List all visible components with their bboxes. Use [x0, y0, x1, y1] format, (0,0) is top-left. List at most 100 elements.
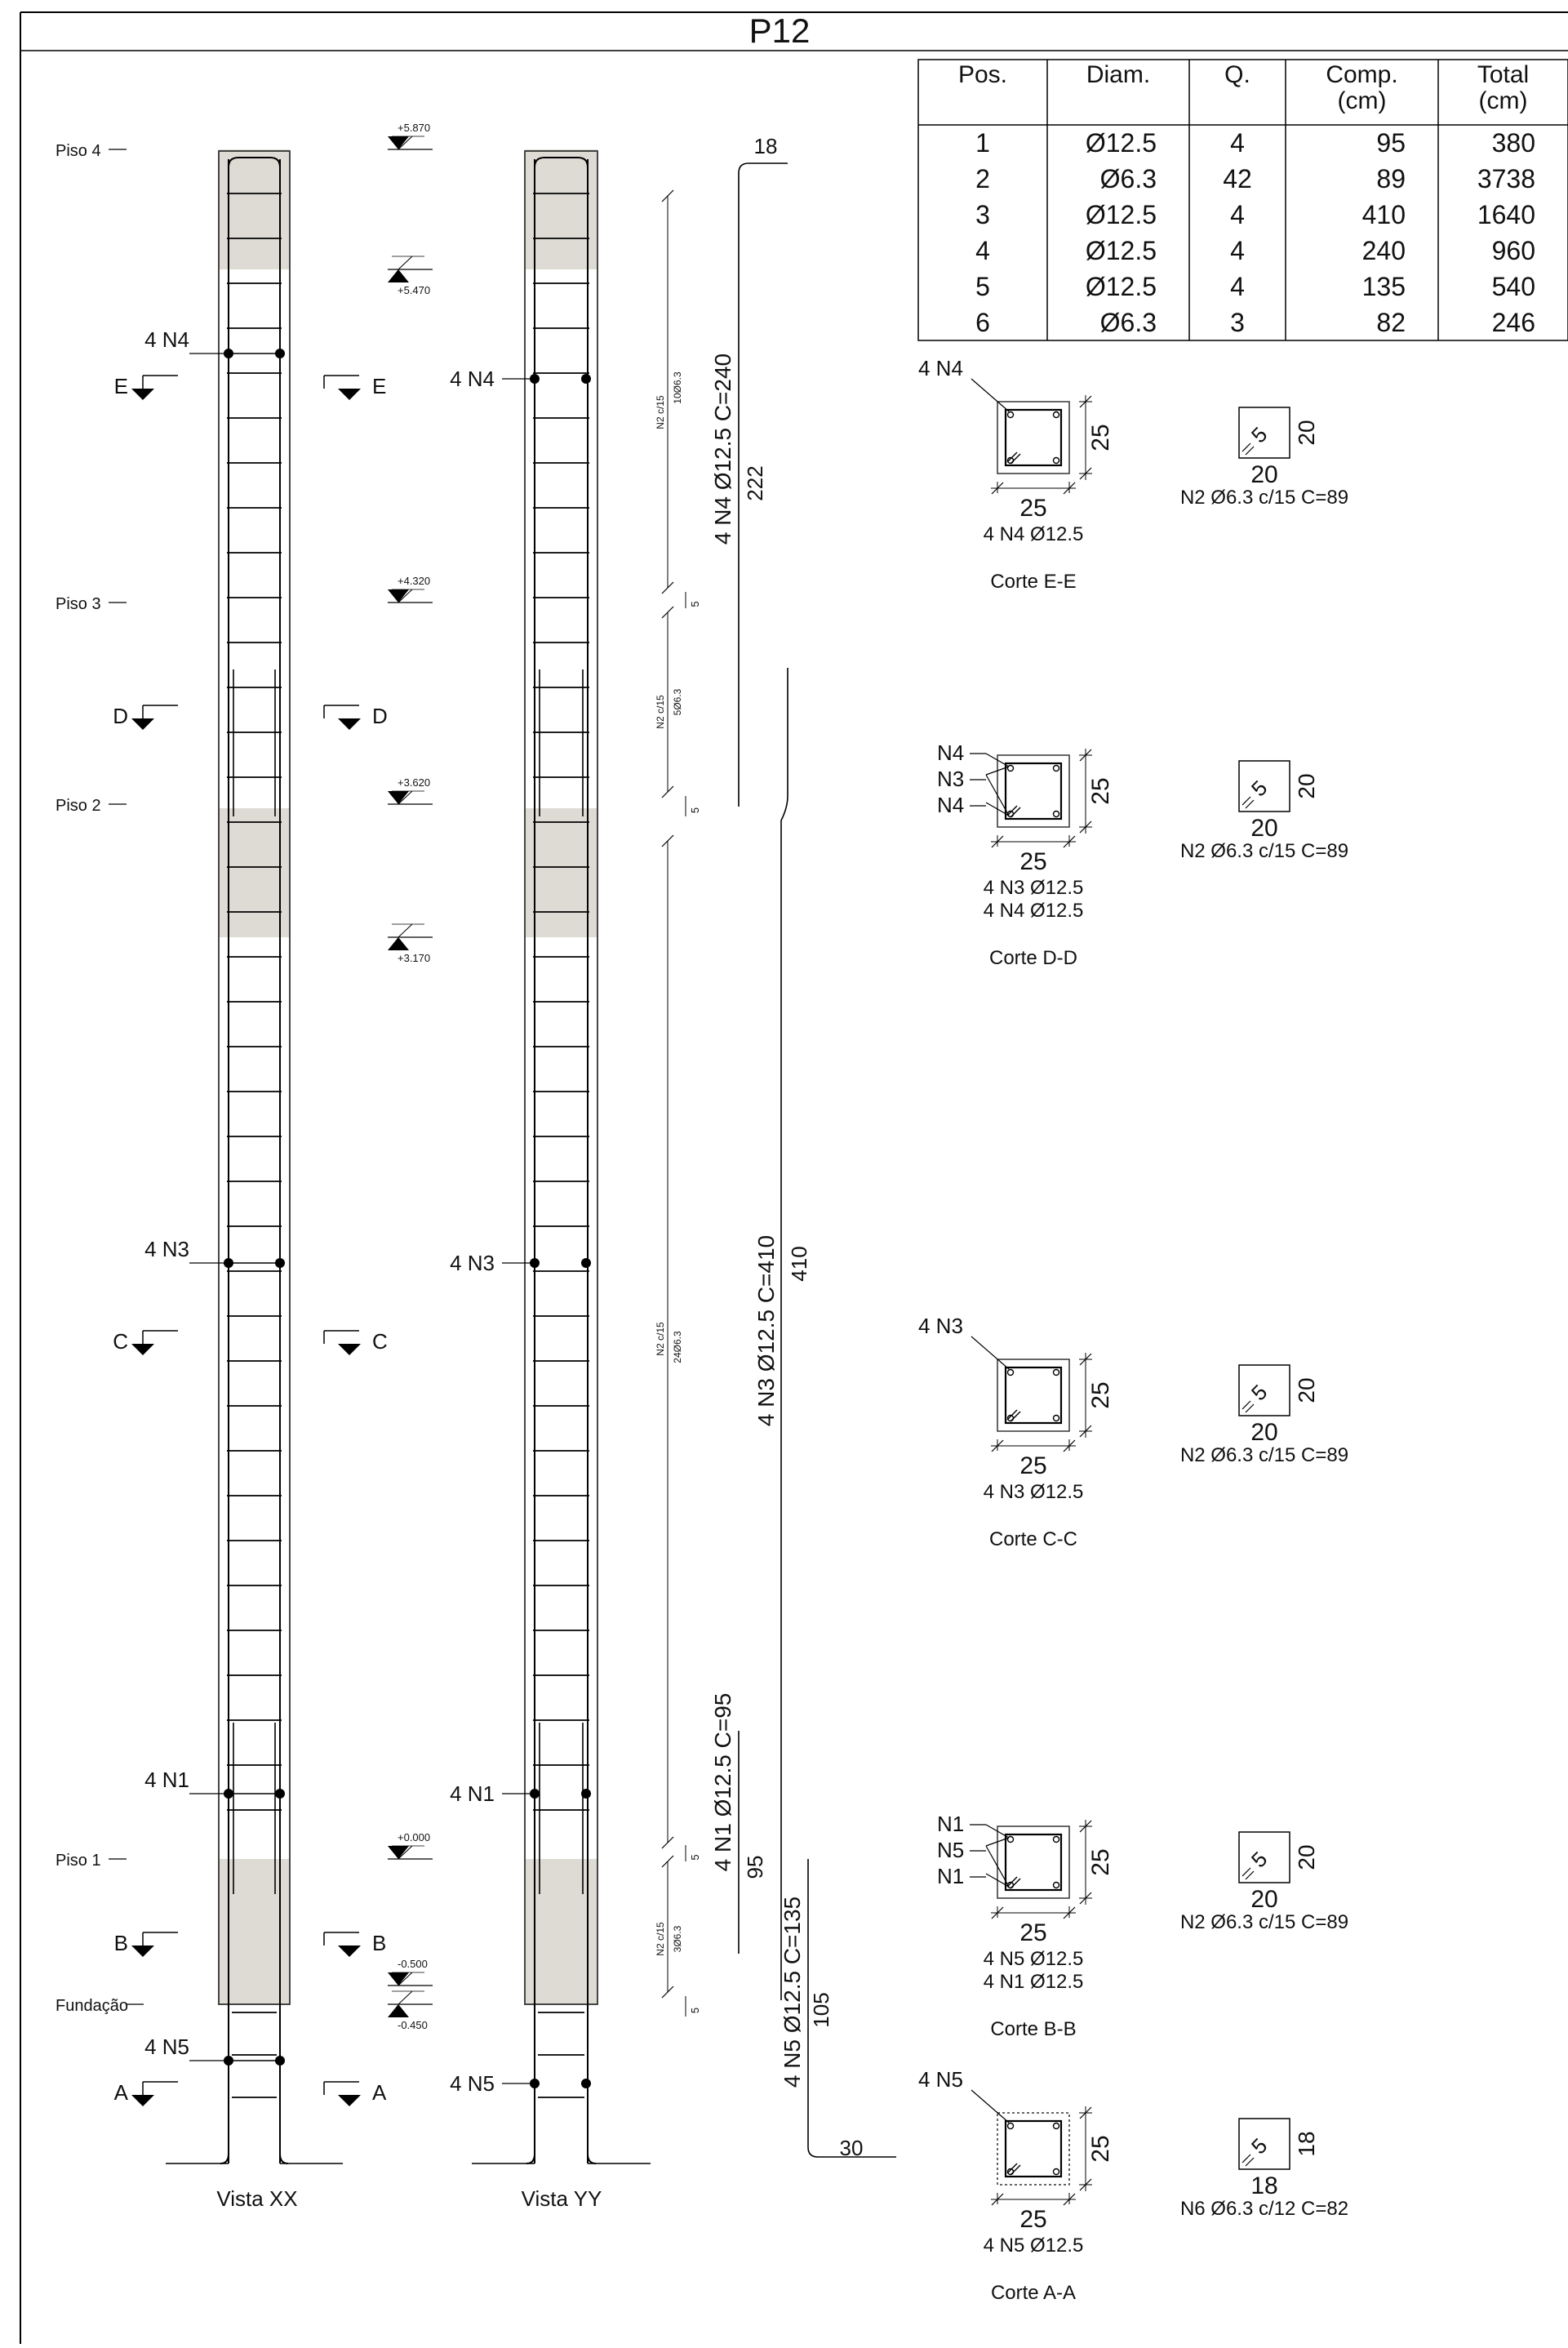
top-bar-hook — [534, 157, 589, 168]
section-bar — [1052, 1414, 1060, 1422]
stirrup-height: 20 — [1294, 1377, 1319, 1403]
bar-mark-label: 4 N5 — [144, 2034, 189, 2059]
callout-leader — [985, 802, 1010, 816]
table-cell: 540 — [1492, 272, 1535, 301]
dimension-tick — [991, 835, 1004, 848]
table-cell: Ø12.5 — [1086, 236, 1157, 265]
bar-dot — [275, 349, 285, 358]
level-value: +3.170 — [398, 952, 430, 964]
small-dim-value: 5 — [689, 601, 701, 607]
bar-dot — [530, 1789, 540, 1799]
column-outline — [524, 150, 598, 2005]
cut-arrow — [131, 1946, 154, 1957]
cut-arrow — [131, 1344, 154, 1355]
level-triangle — [388, 1846, 409, 1859]
bar-n1-length: 95 — [743, 1856, 767, 1879]
dimension-tick — [1079, 1353, 1092, 1366]
table-cell: Ø12.5 — [1086, 200, 1157, 229]
callout-leader — [985, 766, 1010, 776]
section-cut-letter: A — [372, 2080, 387, 2105]
stirrup-shape — [1238, 1831, 1290, 1883]
table-cell: 4 — [1230, 200, 1245, 229]
dimension-tick — [1079, 467, 1092, 480]
section-bar — [1006, 411, 1015, 419]
section-bar — [1006, 1414, 1015, 1422]
level-value: +3.620 — [398, 776, 430, 789]
table-cell: 4 — [1230, 128, 1245, 158]
section-bar — [1006, 1368, 1015, 1376]
level-diagonal — [398, 1972, 413, 1986]
table-cell: 3738 — [1477, 164, 1535, 193]
bar-mark-label: 4 N3 — [450, 1251, 495, 1275]
section-note: 4 N5 Ø12.5 — [984, 1948, 1084, 1970]
stirrup-shape-hook — [1242, 1400, 1251, 1410]
section-cut-letter: B — [114, 1931, 128, 1955]
section-stirrup — [1004, 408, 1063, 467]
section-title: Corte E-E — [990, 571, 1076, 593]
dimension-tick — [661, 1986, 674, 1999]
section-title: Corte D-D — [989, 947, 1077, 969]
stirrup-note: 24Ø6.3 — [672, 1331, 683, 1363]
concrete-node-zone — [219, 149, 290, 269]
table-header-cell: (cm) — [1479, 87, 1528, 114]
level-value: +0.000 — [398, 1831, 430, 1843]
section-stirrup — [1004, 1366, 1063, 1425]
table-cell: Ø6.3 — [1100, 308, 1157, 337]
section-callout: 4 N5 — [918, 2067, 963, 2092]
dimension-tick — [1079, 2178, 1092, 2191]
stirrup-label: N2 Ø6.3 c/15 C=89 — [1180, 1444, 1348, 1466]
dimension-tick — [661, 606, 674, 619]
table-cell: Ø12.5 — [1086, 272, 1157, 301]
view-label-yy: Vista YY — [522, 2186, 602, 2211]
dimension-tick — [1079, 1425, 1092, 1438]
section-bar — [1052, 810, 1060, 818]
dimension-tick — [661, 1855, 674, 1868]
section-cut-letter: B — [372, 1931, 386, 1955]
level-value: -0.500 — [398, 1958, 428, 1970]
stirrup-height: 20 — [1294, 420, 1319, 445]
dimension-tick — [991, 482, 1004, 495]
bar-n4-hook-length: 18 — [754, 134, 778, 158]
table-cell: 410 — [1362, 200, 1406, 229]
dimension-tick — [1063, 1906, 1076, 1919]
section-bar — [1006, 2122, 1015, 2130]
stirrup-shape — [1238, 760, 1290, 812]
bar-dot — [581, 374, 591, 384]
stirrup-width: 18 — [1250, 2172, 1277, 2199]
section-note: 4 N3 Ø12.5 — [984, 1481, 1084, 1503]
stirrup-shape-hook — [1245, 1403, 1255, 1413]
level-value: +5.870 — [398, 122, 430, 134]
level-diagonal — [398, 589, 413, 603]
small-dim-value: 5 — [689, 2008, 701, 2013]
elevation-view-yy: 4 N44 N34 N14 N5 — [450, 149, 651, 2164]
stirrup-note: 10Ø6.3 — [672, 371, 683, 404]
stirrup-shape-hook — [1245, 2157, 1255, 2167]
stirrup-shape-hook — [1242, 1867, 1251, 1877]
section-note: 4 N4 Ø12.5 — [984, 900, 1084, 922]
bar-dot — [224, 1258, 233, 1268]
column-outline — [218, 150, 291, 2005]
bar-n3-label: 4 N3 Ø12.5 C=410 — [753, 1235, 779, 1426]
small-dim-value: 5 — [689, 807, 701, 813]
bar-mark-label: 4 N1 — [450, 1781, 495, 1806]
cut-arrow — [338, 1344, 361, 1355]
bar-dot — [530, 374, 540, 384]
table-header-cell: Q. — [1224, 61, 1250, 88]
dimension-tick — [1079, 1820, 1092, 1833]
section-cut-letter: C — [113, 1329, 128, 1354]
stirrup-hook — [1006, 451, 1018, 463]
level-diagonal — [398, 136, 413, 150]
stirrup-note: N2 c/15 — [655, 695, 666, 729]
small-dim-value: 5 — [689, 1854, 701, 1860]
section-concrete — [997, 1359, 1070, 1432]
section-bar — [1052, 2168, 1060, 2176]
bar-dot — [224, 349, 233, 358]
level-triangle — [388, 589, 409, 603]
section-callout: 4 N3 — [918, 1314, 963, 1338]
bar-mark-label: 4 N5 — [450, 2071, 495, 2096]
dimension-tick — [661, 834, 674, 847]
